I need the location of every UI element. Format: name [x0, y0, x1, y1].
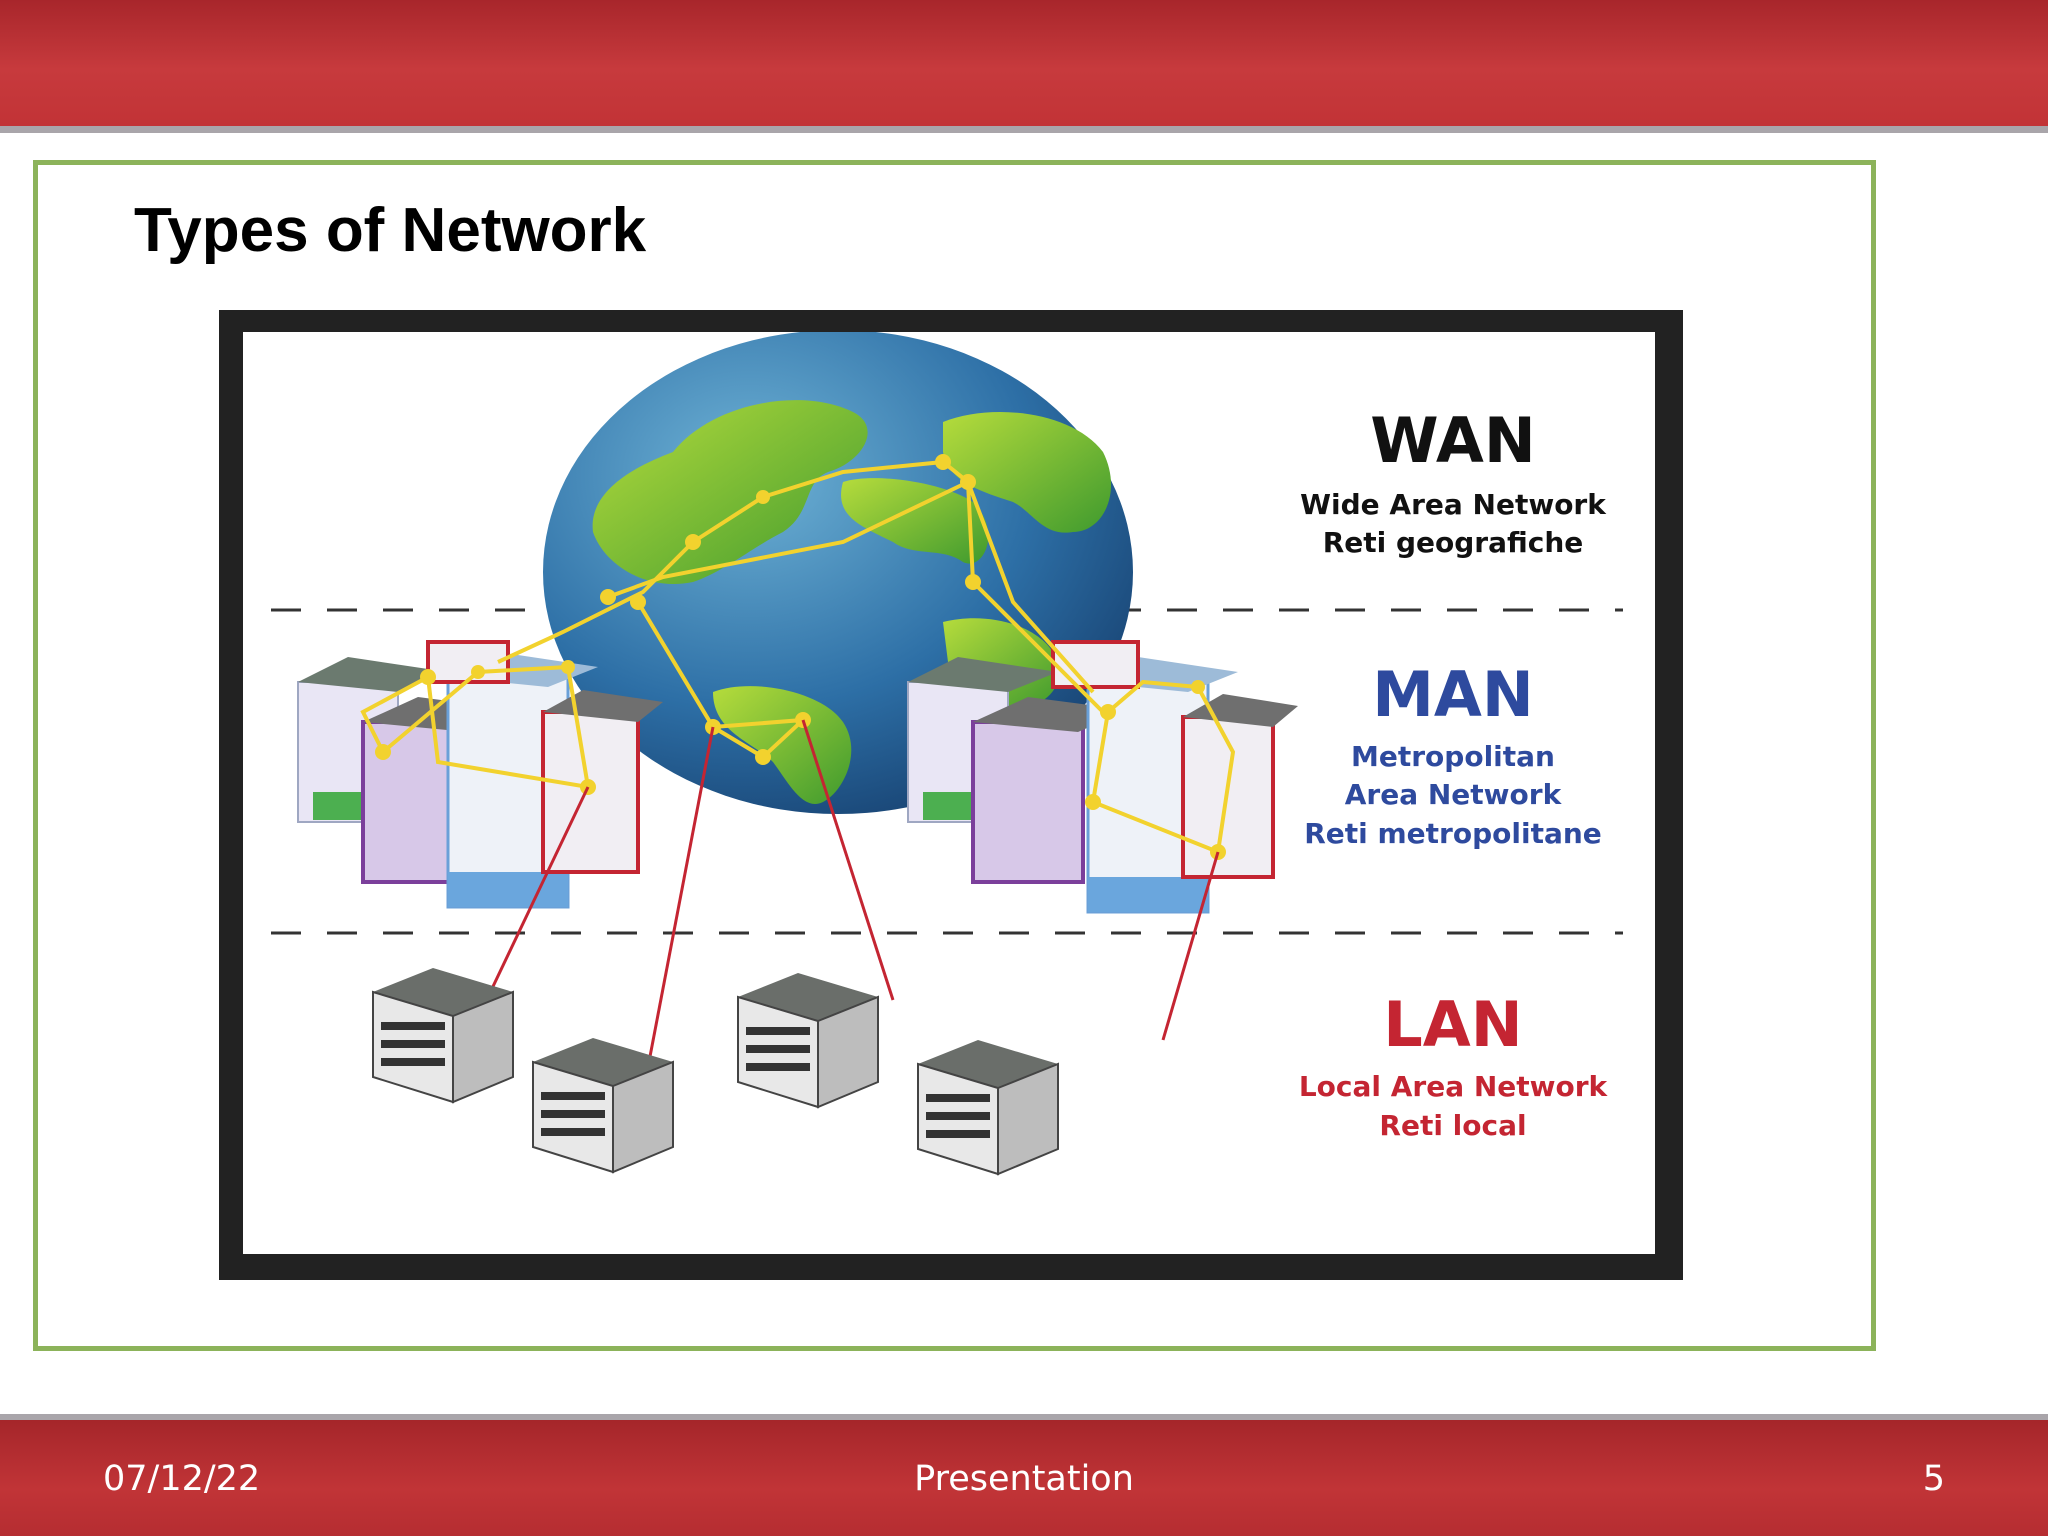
footer-title: Presentation: [914, 1459, 1134, 1499]
header-bar: [0, 0, 2048, 126]
wan-links: [360, 459, 1236, 855]
wan-title: WAN: [1370, 404, 1535, 477]
lan-links: [486, 719, 1220, 1068]
lan-title: LAN: [1383, 988, 1522, 1061]
lan-line-1: Local Area Network: [1299, 1070, 1609, 1103]
picture-canvas: WAN Wide Area Network Reti geografiche M…: [243, 332, 1655, 1254]
wan-line-1: Wide Area Network: [1300, 488, 1607, 521]
man-buildings-right: [907, 640, 1298, 914]
man-label: MAN Metropolitan Area Network Reti metro…: [1304, 658, 1602, 850]
network-types-picture: WAN Wide Area Network Reti geografiche M…: [219, 310, 1683, 1280]
wan-label: WAN Wide Area Network Reti geografiche: [1300, 404, 1607, 559]
man-line-3: Reti metropolitane: [1304, 817, 1602, 850]
footer-rule: [0, 1414, 2048, 1420]
lan-line-2: Reti local: [1379, 1109, 1526, 1142]
footer-page-number: 5: [1922, 1459, 1945, 1499]
man-title: MAN: [1372, 658, 1534, 731]
man-line-1: Metropolitan: [1351, 740, 1555, 773]
header-rule: [0, 126, 2048, 133]
footer-date: 07/12/22: [103, 1459, 261, 1499]
lan-buildings: [372, 968, 1059, 1176]
man-line-2: Area Network: [1345, 778, 1563, 811]
network-diagram: WAN Wide Area Network Reti geografiche M…: [271, 332, 1623, 1176]
wan-line-2: Reti geografiche: [1323, 526, 1584, 559]
footer-bar: [0, 1420, 2048, 1536]
slide-title: Types of Network: [134, 196, 647, 265]
lan-label: LAN Local Area Network Reti local: [1299, 988, 1609, 1142]
